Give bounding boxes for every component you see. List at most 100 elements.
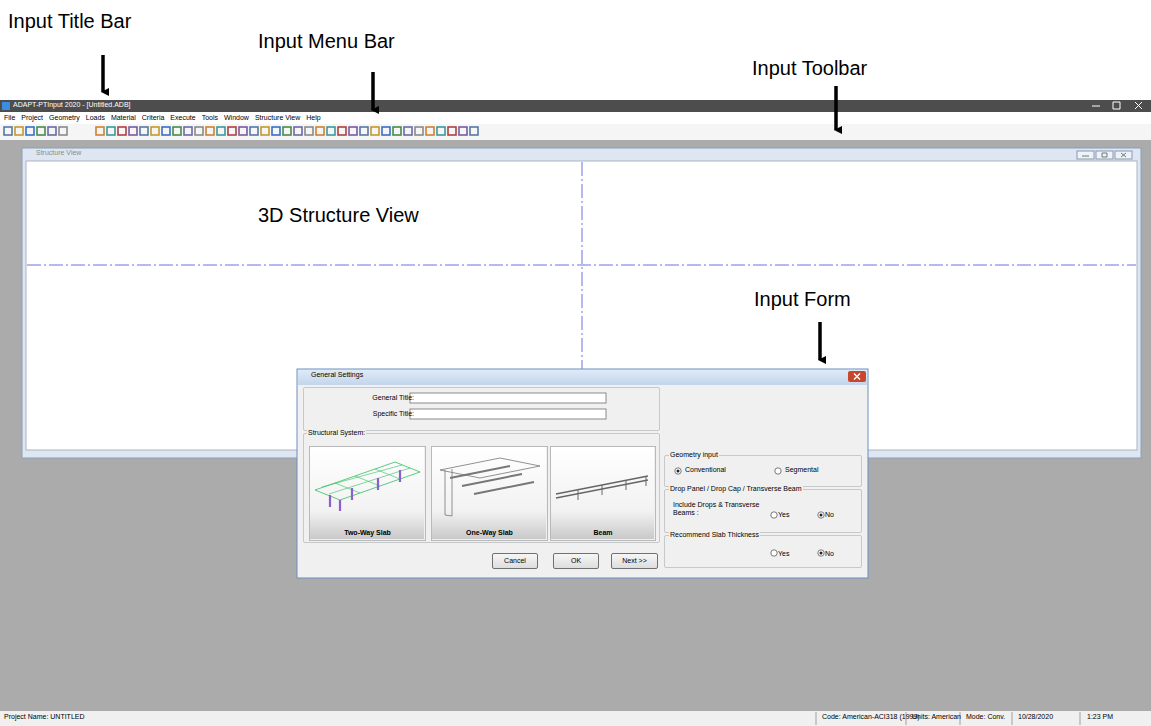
toolbar-icon — [239, 127, 247, 135]
toolbar-icon — [118, 127, 126, 135]
toolbar-icon — [426, 127, 434, 135]
dialog-frame-part — [550, 446, 654, 539]
beam-picture-part — [578, 476, 646, 500]
toolbar-icon — [162, 127, 170, 135]
two-way-slab-picture — [315, 462, 420, 511]
field-label: General Title: — [306, 394, 414, 402]
menu-item: Execute — [170, 114, 195, 122]
toolbar-icon — [129, 127, 137, 135]
card-label: Beam — [551, 529, 655, 537]
structure-window — [22, 148, 1141, 458]
callout-arrows — [103, 55, 836, 360]
button-label: Next >> — [612, 557, 657, 565]
radio-buttons-part — [820, 552, 823, 555]
toolbar-icon — [349, 127, 357, 135]
dialog-frame-part — [848, 371, 866, 382]
toolbar-icons — [4, 127, 478, 135]
toolbar-icon — [415, 127, 423, 135]
status-text: Project Name: UNTITLED — [4, 713, 85, 721]
toolbar-icon — [272, 127, 280, 135]
toolbar-icon — [371, 127, 379, 135]
callout-arrows-part — [371, 72, 375, 110]
toolbar-icon — [217, 127, 225, 135]
radio-buttons-part — [675, 468, 681, 474]
toolbar-icon — [261, 127, 269, 135]
toolbar-icon — [184, 127, 192, 135]
group-title: Recommend Slab Thickness — [669, 531, 760, 539]
menu-item: Help — [306, 114, 320, 122]
menu-item: Window — [224, 114, 249, 122]
group-title: Drop Panel / Drop Cap / Transverse Beam — [669, 485, 803, 493]
radio-label: Yes — [778, 550, 789, 558]
toolbar-icon — [437, 127, 445, 135]
status-text: 10/28/2020 — [1018, 713, 1053, 721]
toolbar-icon — [294, 127, 302, 135]
structure-window-part — [1082, 153, 1126, 157]
group-title: Structural System: — [307, 429, 366, 437]
menu-item: Material — [111, 114, 136, 122]
menu-item: Geometry — [49, 114, 80, 122]
group-title: Geometry input — [669, 451, 719, 459]
status-text: 1:23 PM — [1087, 713, 1113, 721]
dialog-frame-part — [410, 393, 606, 403]
push-button: Next >> — [611, 553, 658, 569]
field-label: Include Drops & Transverse Beams : — [673, 501, 763, 517]
dialog-title: General Settings — [311, 371, 363, 379]
field-label: Specific Title: — [306, 410, 414, 418]
toolbar-icon — [4, 127, 12, 135]
app-chrome-part — [0, 112, 1151, 124]
toolbar-icon — [59, 127, 67, 135]
toolbar-icon — [470, 127, 478, 135]
toolbar-icon — [360, 127, 368, 135]
radio-buttons-part — [771, 550, 777, 556]
button-label: OK — [554, 557, 598, 565]
toolbar-icon — [338, 127, 346, 135]
app-chrome-part — [0, 140, 1151, 711]
radio-label: Conventional — [685, 466, 726, 474]
toolbar-icon — [228, 127, 236, 135]
radio-buttons-part — [818, 550, 824, 556]
two-way-slab-picture-part — [330, 470, 400, 511]
menu-item: Structure View — [255, 114, 300, 122]
radio-label: Segmental — [785, 466, 818, 474]
radio-buttons-part — [820, 514, 823, 517]
one-way-slab-picture — [440, 458, 540, 516]
toolbar-icon — [404, 127, 412, 135]
toolbar-icon — [459, 127, 467, 135]
app-chrome-part — [2, 102, 10, 110]
radio-buttons-part — [775, 468, 781, 474]
window-title: Structure View — [36, 149, 81, 157]
callout-arrows-part — [818, 322, 822, 360]
radio-buttons-part — [677, 470, 680, 473]
status-text: Units: American — [912, 713, 961, 721]
app-chrome-part — [0, 711, 1151, 726]
one-way-slab-picture-part — [450, 466, 534, 494]
callout-arrows-part — [834, 86, 838, 130]
app-chrome-part — [816, 712, 1080, 725]
group-box: Geometry inputConventionalSegmental — [664, 455, 862, 487]
dialog-frame-part — [298, 370, 867, 385]
structure-window-part — [1096, 151, 1113, 159]
app-title: ADAPT-PTInput 2020 - [Untitled.ADB] — [13, 101, 131, 109]
menu-item: Loads — [86, 114, 105, 122]
toolbar-icon — [96, 127, 104, 135]
dialog-frame — [297, 369, 868, 578]
toolbar-icon — [48, 127, 56, 135]
toolbar-icon — [448, 127, 456, 135]
app-chrome-part — [0, 124, 1151, 140]
dialog-frame-part — [410, 409, 606, 419]
button-label: Cancel — [493, 557, 537, 565]
radio-buttons-part — [771, 512, 777, 518]
callout-text: Input Form — [754, 288, 851, 311]
toolbar-icon — [37, 127, 45, 135]
toolbar-icon — [327, 127, 335, 135]
toolbar-icon — [151, 127, 159, 135]
callout-arrows-part — [101, 55, 105, 92]
menu-item: Project — [21, 114, 43, 122]
status-text: Code: American-ACI318 (1999) — [822, 713, 920, 721]
toolbar-icon — [26, 127, 34, 135]
option-card: Beam — [550, 446, 656, 541]
push-button: OK — [553, 553, 599, 569]
